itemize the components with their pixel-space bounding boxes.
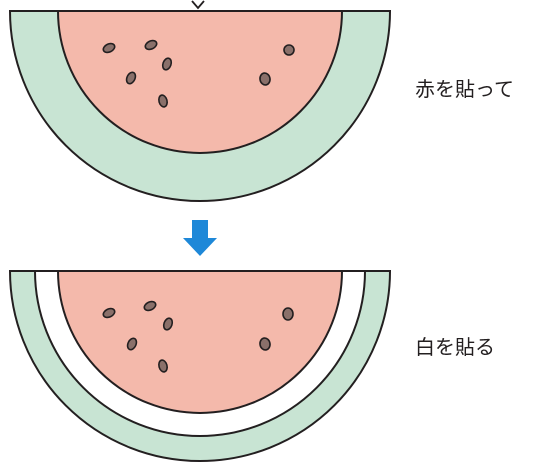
watermelon-step-1: [8, 10, 392, 202]
seed: [259, 72, 271, 86]
seed: [162, 317, 174, 331]
arrow-down-icon: [183, 220, 217, 256]
seed: [126, 337, 138, 351]
seed: [144, 39, 158, 51]
top-arrow-tip-icon: [191, 0, 205, 10]
step-2-label: 白を貼る: [415, 335, 495, 359]
seed: [161, 57, 173, 71]
step-1-label: 赤を貼って: [415, 77, 514, 101]
seed: [259, 337, 271, 351]
seed: [102, 307, 116, 319]
red-flesh: [56, 270, 344, 414]
seed: [158, 359, 168, 373]
seed: [158, 94, 168, 108]
seed-group: [102, 300, 294, 373]
red-flesh: [56, 10, 344, 154]
seed: [283, 44, 295, 56]
seed-group: [102, 39, 295, 108]
seed: [102, 42, 116, 54]
seed: [282, 307, 294, 321]
watermelon-step-2: [8, 270, 392, 462]
seed: [125, 71, 137, 85]
seed: [143, 300, 157, 312]
